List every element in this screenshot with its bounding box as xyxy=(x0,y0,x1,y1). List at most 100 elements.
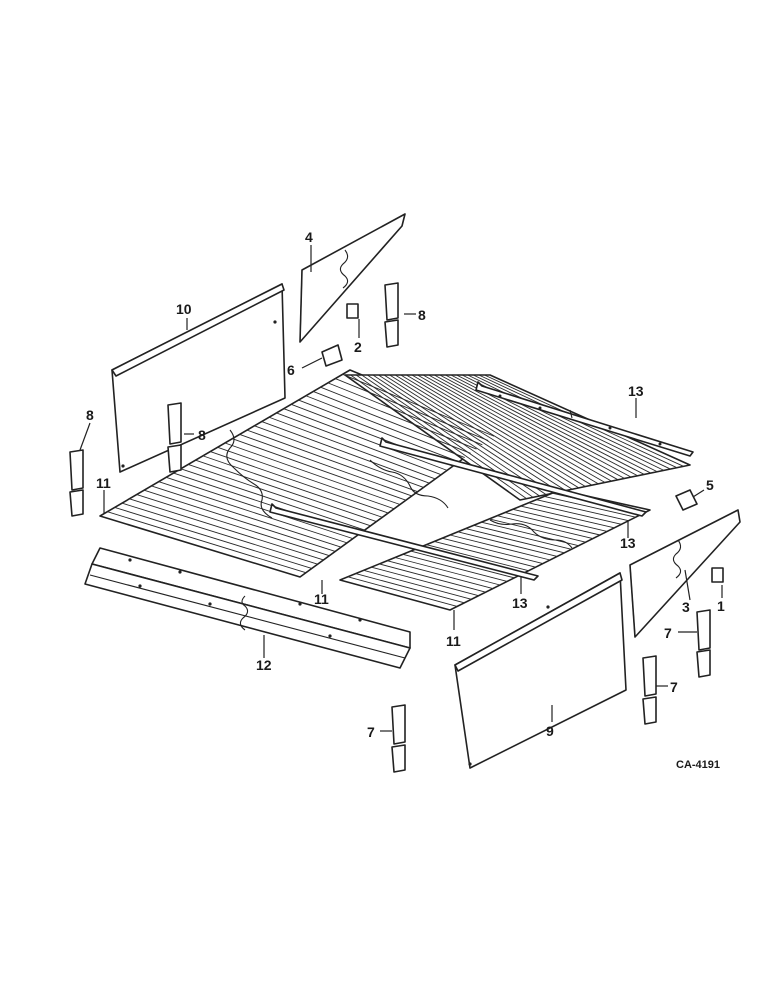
callout-5: 5 xyxy=(706,477,714,493)
corrugation-line xyxy=(320,386,477,450)
leader-lines xyxy=(79,245,723,732)
corrugation-line xyxy=(254,425,424,488)
corrugation-line xyxy=(445,374,638,477)
corrugation-line xyxy=(114,506,312,569)
side-panel-10-flange xyxy=(111,283,285,377)
corrugation-line xyxy=(439,374,632,478)
callout-12: 12 xyxy=(256,657,272,673)
corrugation-line xyxy=(283,408,448,471)
callout-13-mid: 13 xyxy=(620,535,636,551)
corrugation-line xyxy=(387,560,493,590)
tapered-panel-4-break xyxy=(339,249,349,289)
corrugation-line xyxy=(434,374,625,479)
callout-8-top: 8 xyxy=(418,307,426,323)
corrugation-line xyxy=(520,505,615,529)
callout-7-bottom: 7 xyxy=(367,724,375,740)
floor-sheet-rear xyxy=(344,374,691,501)
corrugation-line xyxy=(313,391,471,454)
bracket-5 xyxy=(675,489,698,511)
corrugation-line xyxy=(417,374,606,483)
corrugated-floor-sheets xyxy=(99,369,691,611)
front-angle-12 xyxy=(84,547,411,669)
corrugation-line xyxy=(383,374,567,491)
callout-8-left: 8 xyxy=(86,407,94,423)
callout-4: 4 xyxy=(305,229,313,245)
callout-11-left: 11 xyxy=(96,475,111,491)
corrugation-line xyxy=(143,489,336,552)
stake-pocket-8-top xyxy=(384,282,399,348)
floor-sheet-right xyxy=(339,489,651,611)
corrugation-line xyxy=(481,521,579,547)
corrugation-line xyxy=(210,451,389,514)
corrugation-line xyxy=(473,524,572,550)
corrugation-line xyxy=(379,563,486,593)
corrugation-line xyxy=(246,429,418,493)
callout-11-right: 11 xyxy=(446,633,461,649)
corrugation-line xyxy=(394,374,580,489)
corrugation-line xyxy=(355,573,465,604)
floor-break-mark-3 xyxy=(489,519,573,549)
corrugation-line xyxy=(457,531,558,557)
corrugation-line xyxy=(504,512,601,536)
cross-member-front xyxy=(269,503,539,581)
corrugation-line xyxy=(411,374,599,485)
figure-code: CA-4191 xyxy=(676,759,720,771)
callout-3: 3 xyxy=(682,599,690,615)
corrugation-line xyxy=(107,511,307,574)
floor-break-mark-2 xyxy=(369,459,449,509)
corrugation-line xyxy=(528,502,622,525)
corrugation-line xyxy=(347,576,458,607)
corrugation-line xyxy=(195,459,377,522)
stake-pocket-7-bottom xyxy=(391,704,406,773)
corrugation-line xyxy=(298,399,459,463)
corrugation-line xyxy=(465,528,565,554)
corrugation-line xyxy=(232,438,407,501)
corrugation-line xyxy=(136,494,330,557)
side-panel-9 xyxy=(454,572,627,769)
corrugation-line xyxy=(151,485,342,548)
corrugation-line xyxy=(217,446,395,510)
callout-2: 2 xyxy=(354,339,362,355)
corrugation-line xyxy=(166,476,354,540)
tapered-panel-3-break xyxy=(672,539,682,579)
callout-13-front: 13 xyxy=(512,595,528,611)
cross-member-rear-split xyxy=(569,409,573,419)
corrugation-line xyxy=(129,498,324,561)
corrugation-line xyxy=(422,374,612,482)
callout-13-rear: 13 xyxy=(628,383,644,399)
corrugation-line xyxy=(402,553,508,582)
floor-corrugations-right xyxy=(347,492,643,607)
corrugation-line xyxy=(489,518,586,543)
corrugation-line xyxy=(305,395,465,459)
bracket-6-body xyxy=(321,344,343,367)
stake-pocket-8-left xyxy=(69,449,84,517)
corrugation-line xyxy=(400,374,586,487)
corrugation-line xyxy=(473,374,671,470)
bracket-5-body xyxy=(675,489,698,511)
front-angle-break xyxy=(239,595,249,631)
cross-member-rear xyxy=(475,381,694,457)
side-panel-10 xyxy=(111,283,286,473)
stake-pocket-7-mid xyxy=(642,655,657,725)
side-panel-9-body xyxy=(454,572,627,769)
floor-break-mark-1 xyxy=(226,429,273,519)
corrugation-line xyxy=(434,540,536,568)
callout-8-mid: 8 xyxy=(198,427,206,443)
floor-corrugations-left xyxy=(107,373,495,574)
corrugation-line xyxy=(276,412,442,476)
corrugation-line xyxy=(442,537,543,565)
bracket-6 xyxy=(321,344,343,367)
bracket-1-body xyxy=(711,567,724,583)
corrugation-line xyxy=(371,566,479,597)
cross-member-mid xyxy=(379,437,647,517)
callout-1: 1 xyxy=(717,598,725,614)
corrugation-line xyxy=(467,374,665,471)
corrugation-line xyxy=(268,416,436,480)
corrugation-line xyxy=(406,374,593,486)
corrugation-line xyxy=(536,499,629,522)
tapered-panel-4 xyxy=(299,213,406,343)
corrugation-line xyxy=(158,481,348,544)
bracket-2 xyxy=(346,303,359,319)
callouts: 4 2 6 8 10 8 8 11 11 11 12 13 13 13 5 1 … xyxy=(86,229,725,740)
